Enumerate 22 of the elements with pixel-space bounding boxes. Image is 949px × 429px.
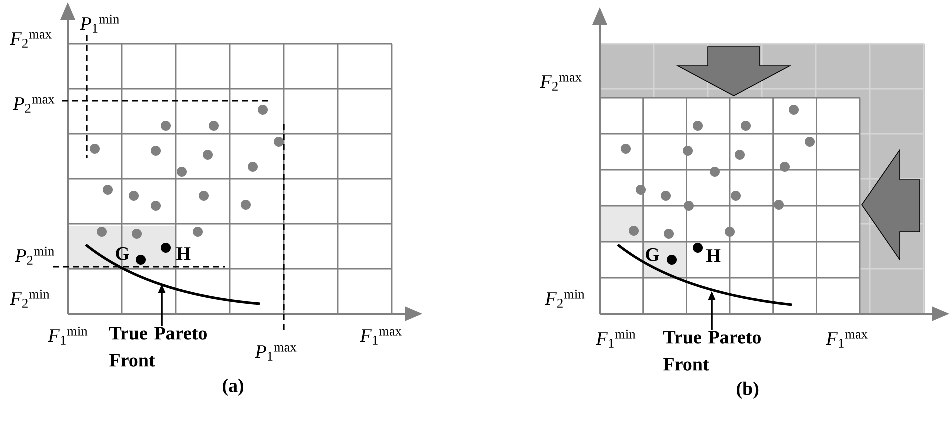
axis-label: F$_{2}$min xyxy=(545,290,585,308)
point-label: G xyxy=(646,248,660,262)
axis-label: F$_{2}$min xyxy=(10,290,50,308)
axis-label: F$_{1}$min xyxy=(48,326,88,345)
caption-text: True Pareto Front xyxy=(110,327,207,367)
axis-label: P$_{2}$min xyxy=(15,246,54,265)
point-label: H xyxy=(706,250,721,262)
axis-label: F$_{1}$min xyxy=(596,330,636,348)
point-label: H xyxy=(176,248,191,260)
axis-label: P$_{1}$min xyxy=(80,14,120,33)
axis-label: F$_{1}$max xyxy=(360,329,402,345)
axis-label: F$_{2}$max xyxy=(540,75,582,91)
axis-label: F$_{2}$max xyxy=(10,32,52,48)
panel-label: (a) xyxy=(223,378,244,396)
pareto-curve xyxy=(617,244,792,306)
axis-label: F$_{1}$max xyxy=(826,332,868,348)
axis-label: P$_{2}$max xyxy=(13,97,55,113)
pareto-curve xyxy=(85,244,260,306)
panel-label: (b) xyxy=(737,382,759,400)
caption-text: True Pareto Front xyxy=(664,331,761,371)
axis-label: P$_{1}$max xyxy=(255,345,297,361)
point-label: G xyxy=(116,247,130,260)
